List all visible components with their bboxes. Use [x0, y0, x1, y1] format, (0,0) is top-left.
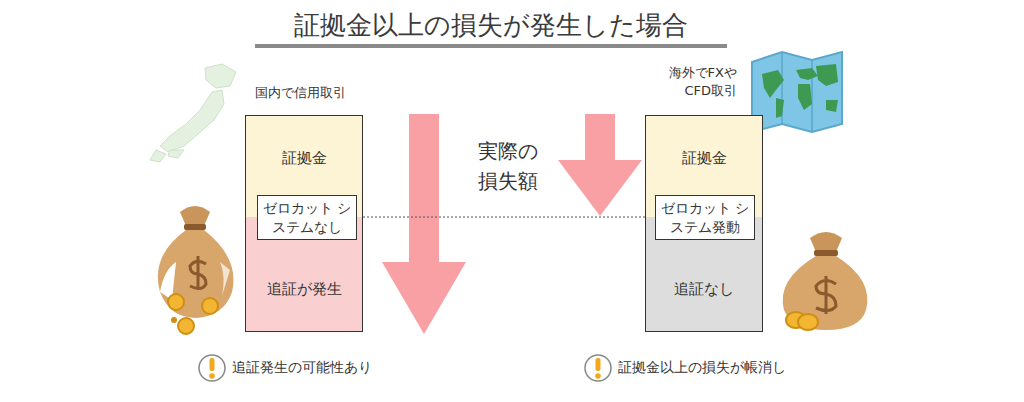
loss-arrow-large: [382, 114, 466, 334]
margin-level-line: [363, 216, 645, 217]
node-text: ゼロカット システムなし: [262, 199, 352, 237]
zero-cut-box: ゼロカット システムなし: [257, 195, 357, 240]
money-bag: [783, 232, 868, 330]
japan-map: [150, 64, 236, 162]
note-text: 追証発生の可能性あり: [232, 358, 452, 377]
node-text: 追証が発生: [267, 279, 342, 299]
node-text: 証拠金: [682, 148, 727, 168]
world-map: [752, 52, 842, 132]
zero-cut-box: ゼロカット システム発動: [655, 195, 755, 240]
node-text: 追証なし: [670, 279, 738, 299]
overseas-label: 海外でFXや CFD取引: [655, 64, 737, 99]
money-bag-leaking: [158, 206, 234, 334]
title: 証拠金以上の損失が発生した場合: [294, 8, 688, 43]
node-text: ゼロカット システム発動: [660, 199, 750, 237]
node-text: 証拠金: [282, 148, 327, 168]
warning-icon: [585, 355, 611, 381]
domestic-label: 国内で信用取引: [255, 84, 375, 102]
title-underline: [255, 44, 727, 48]
note-text: 証拠金以上の損失が帳消し: [618, 358, 858, 377]
loss-label: 実際の 損失額: [468, 136, 548, 196]
warning-icon: [199, 355, 225, 381]
loss-arrow-small: [558, 114, 642, 216]
